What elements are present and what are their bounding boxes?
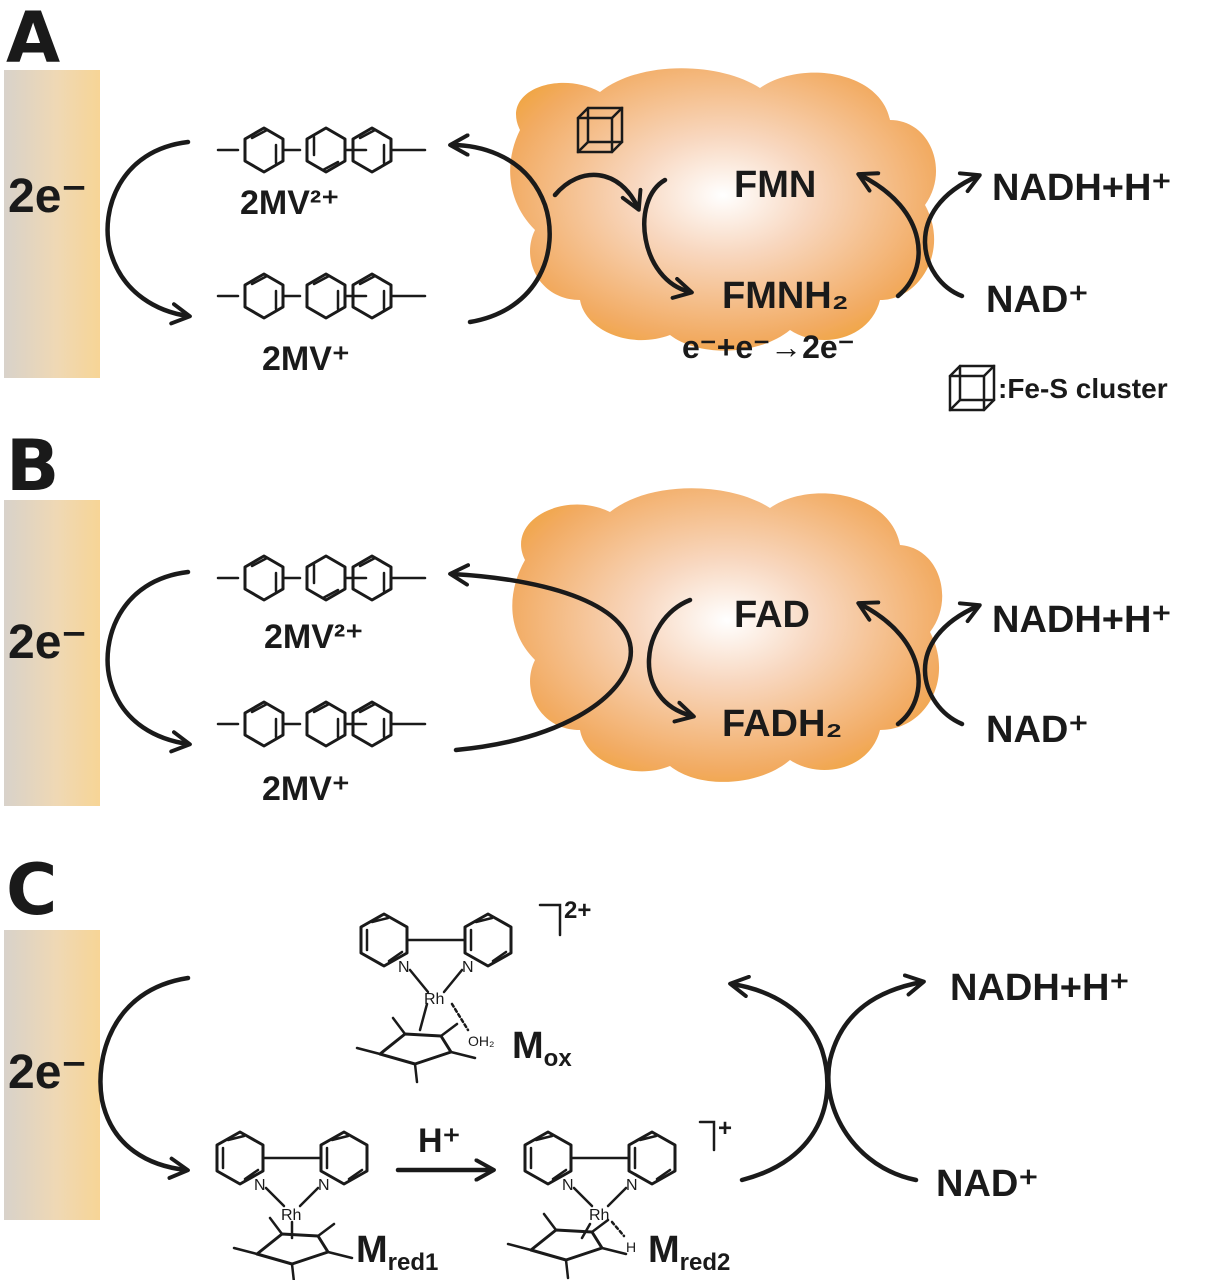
electrode-c <box>4 930 100 1220</box>
mred2-to-mox-arrow-c <box>728 974 830 1183</box>
m-ox-n-left: N <box>398 959 410 976</box>
nad-b: NAD⁺ <box>986 709 1088 751</box>
m-red1-label: Mred1 <box>356 1229 438 1276</box>
electrode-b <box>4 500 100 806</box>
mv-red-a: 2MV⁺ <box>262 340 350 378</box>
fes-transfer-arrow-a <box>552 172 643 212</box>
mv-red-b: 2MV⁺ <box>262 770 350 808</box>
cofactor-reduction-arrow-a <box>642 177 694 300</box>
fmnh2-to-fmn-arrow-a <box>856 171 921 299</box>
m-red2-structure <box>506 1120 716 1280</box>
panel-b-letter: B <box>6 425 59 507</box>
cofactor-reduction-arrow-b <box>646 597 696 724</box>
electron-arrow-b <box>105 569 192 754</box>
proton-label: H⁺ <box>418 1122 461 1160</box>
nad-a: NAD⁺ <box>986 279 1088 321</box>
cofactor-red-a: FMNH₂ <box>722 275 849 317</box>
nad-to-nadh-arrow-a <box>922 171 982 299</box>
nadh-a: NADH+H⁺ <box>992 167 1171 209</box>
m-red1-n-left: N <box>254 1177 266 1194</box>
m-red2-label: Mred2 <box>648 1229 730 1276</box>
electron-combine-a: e⁻+e⁻→2e⁻ <box>682 329 855 365</box>
mv-reoxidation-arrow-b <box>448 563 634 753</box>
mv-ox-a: 2MV²⁺ <box>240 184 339 222</box>
m-red2-charge: + <box>718 1115 732 1142</box>
m-red1-rh: Rh <box>281 1207 301 1224</box>
mv-reoxidation-arrow-a <box>448 133 552 325</box>
mv-ox-structure-a <box>216 126 427 174</box>
enzyme-cloud-a <box>510 68 937 351</box>
panel-c-letter: C <box>6 849 57 931</box>
cofactor-ox-b: FAD <box>734 594 810 636</box>
enzyme-cloud-b <box>512 488 943 782</box>
electrode-a <box>4 70 100 378</box>
m-red1-structure <box>215 1130 369 1280</box>
nadh-c: NADH+H⁺ <box>950 967 1129 1009</box>
mv-red-structure-a <box>216 272 427 320</box>
m-red2-rh: Rh <box>589 1207 609 1224</box>
m-red2-n-left: N <box>562 1177 574 1194</box>
fadh2-to-fad-arrow-b <box>856 600 921 727</box>
m-ox-aqua: OH₂ <box>468 1033 494 1049</box>
mv-red-structure-b <box>216 700 427 748</box>
m-ox-n-right: N <box>462 959 474 976</box>
cofactor-ox-a: FMN <box>734 164 816 206</box>
electrode-b-label: 2e⁻ <box>8 616 87 669</box>
electrode-c-label: 2e⁻ <box>8 1046 87 1099</box>
nad-c: NAD⁺ <box>936 1163 1038 1205</box>
mv-ox-structure-b <box>216 554 427 602</box>
panel-a-letter: A <box>6 0 60 79</box>
cofactor-red-b: FADH₂ <box>722 703 842 745</box>
m-red2-n-right: N <box>626 1177 638 1194</box>
electron-arrow-c <box>98 975 191 1180</box>
electron-arrow-a <box>105 139 192 326</box>
nadh-b: NADH+H⁺ <box>992 599 1171 641</box>
fes-legend-label: :Fe-S cluster <box>998 373 1168 404</box>
mv-ox-b: 2MV²⁺ <box>264 618 363 656</box>
electrode-a-label: 2e⁻ <box>8 170 87 223</box>
m-ox-structure <box>355 903 562 1084</box>
m-red2-hydride: H <box>626 1239 636 1255</box>
m-ox-charge: 2+ <box>564 897 591 924</box>
m-ox-label: Mox <box>512 1025 572 1072</box>
nad-to-nadh-arrow-c <box>826 973 926 1183</box>
m-ox-rh: Rh <box>424 991 444 1008</box>
fes-legend-icon <box>948 364 996 412</box>
nad-to-nadh-arrow-b <box>922 601 982 727</box>
m-red1-n-right: N <box>318 1177 330 1194</box>
